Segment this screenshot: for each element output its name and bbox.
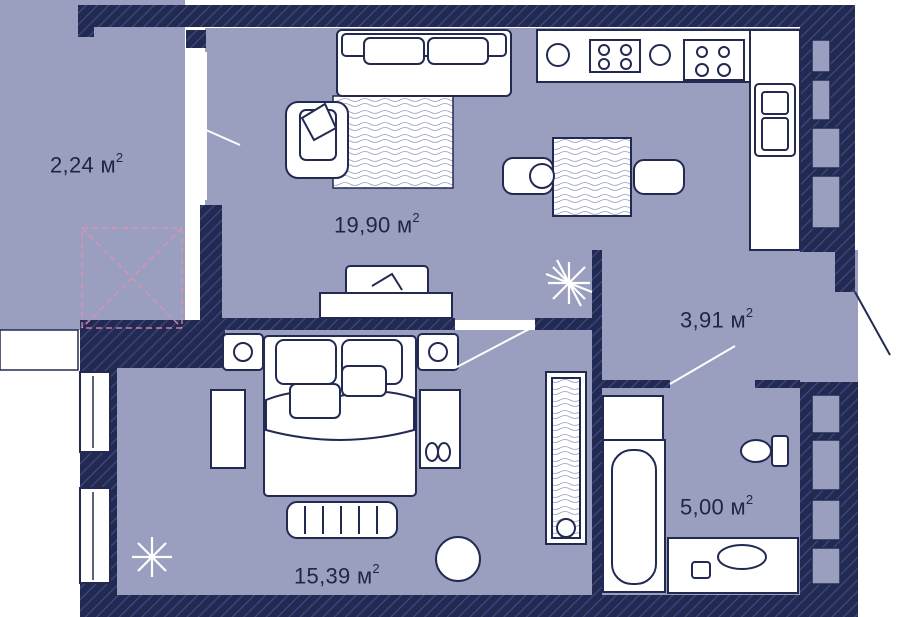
entrance-door bbox=[854, 291, 891, 356]
hallway-area-unit: м bbox=[730, 307, 746, 333]
living-kitchen-area-power: 2 bbox=[412, 210, 420, 225]
balcony-floor bbox=[0, 0, 185, 330]
hallway-floor bbox=[600, 250, 858, 382]
bathroom-area-value: 5,00 bbox=[680, 494, 725, 520]
wardrobe bbox=[545, 371, 587, 545]
bedside-rugs bbox=[210, 389, 461, 469]
living-kitchen-area-label: 19,90 м2 bbox=[334, 210, 420, 238]
balcony-area-value: 2,24 bbox=[50, 152, 95, 178]
bedroom-area-label: 15,39 м2 bbox=[294, 561, 380, 589]
bathroom-area-unit: м bbox=[730, 494, 746, 520]
bathroom-area-power: 2 bbox=[745, 492, 754, 507]
balcony-door bbox=[199, 48, 241, 205]
balcony-marker bbox=[81, 227, 183, 329]
hallway-area-value: 3,91 bbox=[680, 307, 725, 333]
bench bbox=[286, 501, 398, 539]
armchair bbox=[285, 101, 349, 179]
living-kitchen-area-value: 19,90 bbox=[334, 212, 391, 238]
kitchen-counter bbox=[536, 29, 801, 251]
bathroom-door bbox=[669, 345, 736, 385]
bathtub bbox=[602, 439, 666, 593]
sink-counter bbox=[667, 537, 799, 594]
nightstands bbox=[222, 333, 459, 371]
balcony-area-power: 2 bbox=[115, 150, 124, 165]
bedroom-area-power: 2 bbox=[372, 561, 380, 576]
shower-box bbox=[602, 395, 664, 441]
sofa bbox=[336, 29, 512, 97]
pouf bbox=[435, 536, 481, 582]
bed bbox=[263, 335, 417, 497]
bathroom-area-label: 5,00 м2 bbox=[680, 492, 754, 520]
walls bbox=[78, 5, 858, 617]
bedroom-area-value: 15,39 bbox=[294, 563, 351, 589]
bedroom-door bbox=[454, 325, 536, 369]
dining-chair-right bbox=[633, 159, 685, 195]
desk bbox=[319, 265, 453, 319]
living-rug bbox=[332, 95, 454, 189]
windows-right bbox=[811, 39, 841, 585]
toilet bbox=[740, 435, 789, 467]
bedroom-area-unit: м bbox=[356, 563, 373, 589]
plant-living bbox=[545, 259, 593, 307]
bedroom-window bbox=[79, 371, 111, 584]
balcony-area-unit: м bbox=[100, 152, 116, 178]
plant-bedroom bbox=[132, 537, 172, 577]
dining-table bbox=[552, 137, 632, 217]
hallway-area-label: 3,91 м2 bbox=[680, 305, 754, 333]
dining-chair-left bbox=[502, 157, 555, 195]
balcony-ledge bbox=[0, 329, 79, 371]
hallway-area-power: 2 bbox=[745, 305, 754, 320]
balcony-area-label: 2,24 м2 bbox=[50, 150, 124, 178]
living-kitchen-area-unit: м bbox=[396, 212, 413, 238]
